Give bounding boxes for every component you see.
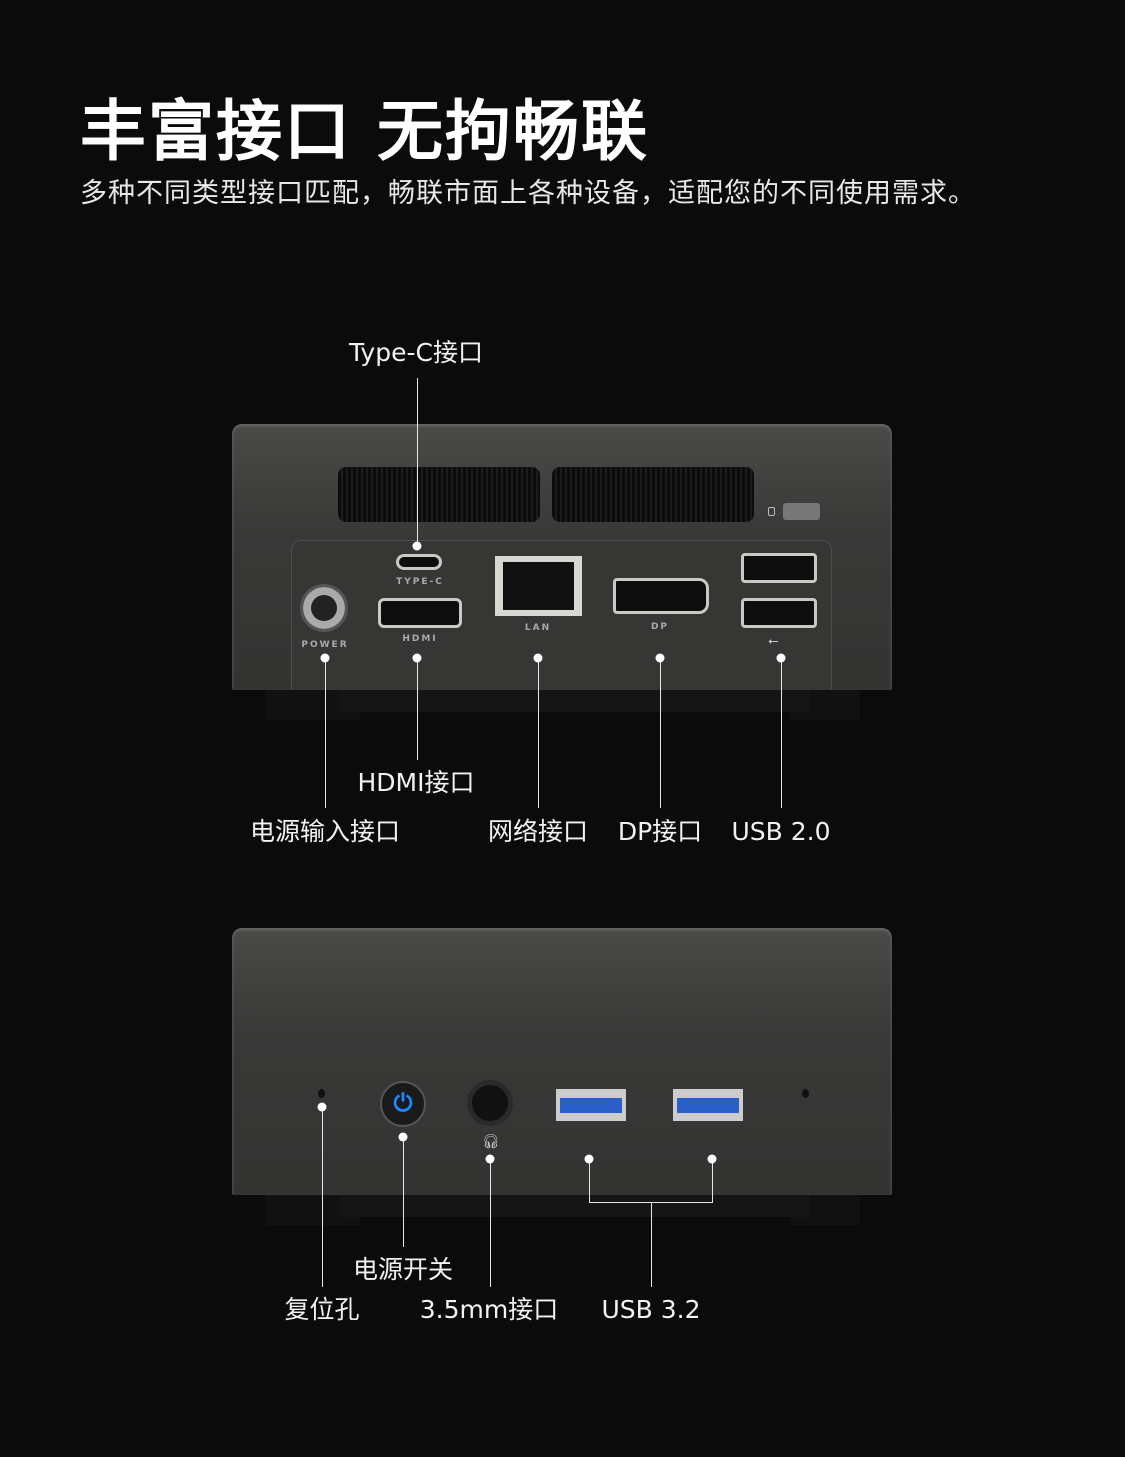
lock-icon bbox=[768, 507, 775, 516]
typec-print: TYPE-C bbox=[396, 577, 444, 587]
power-button: ⏻ bbox=[380, 1081, 426, 1127]
usb3-port-2 bbox=[673, 1089, 743, 1121]
label-dp: DP接口 bbox=[617, 817, 703, 846]
label-usb2: USB 2.0 bbox=[731, 817, 831, 846]
power-jack bbox=[300, 584, 348, 632]
dp-port bbox=[613, 578, 709, 614]
label-audio: 3.5mm接口 bbox=[419, 1295, 559, 1324]
audio-jack bbox=[467, 1080, 513, 1126]
label-typec: Type-C接口 bbox=[349, 338, 483, 367]
label-power-input: 电源输入接口 bbox=[249, 817, 401, 846]
label-hdmi: HDMI接口 bbox=[357, 768, 475, 797]
dp-print: DP bbox=[650, 622, 670, 632]
usb-icon: ⭠ bbox=[768, 634, 779, 649]
headphone-icon: 🎧︎ bbox=[482, 1134, 500, 1150]
label-usb3: USB 3.2 bbox=[601, 1295, 701, 1324]
lan-port bbox=[495, 556, 582, 616]
page-subtitle: 多种不同类型接口匹配，畅联市面上各种设备，适配您的不同使用需求。 bbox=[80, 178, 976, 209]
power-print: POWER bbox=[301, 640, 349, 650]
lan-print: LAN bbox=[524, 623, 552, 633]
label-reset: 复位孔 bbox=[284, 1295, 360, 1324]
label-power-switch: 电源开关 bbox=[352, 1255, 454, 1284]
usb2-port-top bbox=[741, 553, 817, 583]
typec-port bbox=[396, 554, 442, 570]
label-lan: 网络接口 bbox=[487, 817, 589, 846]
hdmi-print: HDMI bbox=[402, 634, 438, 644]
page-title: 丰富接口 无拘畅联 bbox=[80, 93, 649, 170]
usb3-port-1 bbox=[556, 1089, 626, 1121]
reset-hole bbox=[318, 1089, 325, 1098]
hdmi-port bbox=[378, 598, 462, 628]
usb2-port-bottom bbox=[741, 598, 817, 628]
